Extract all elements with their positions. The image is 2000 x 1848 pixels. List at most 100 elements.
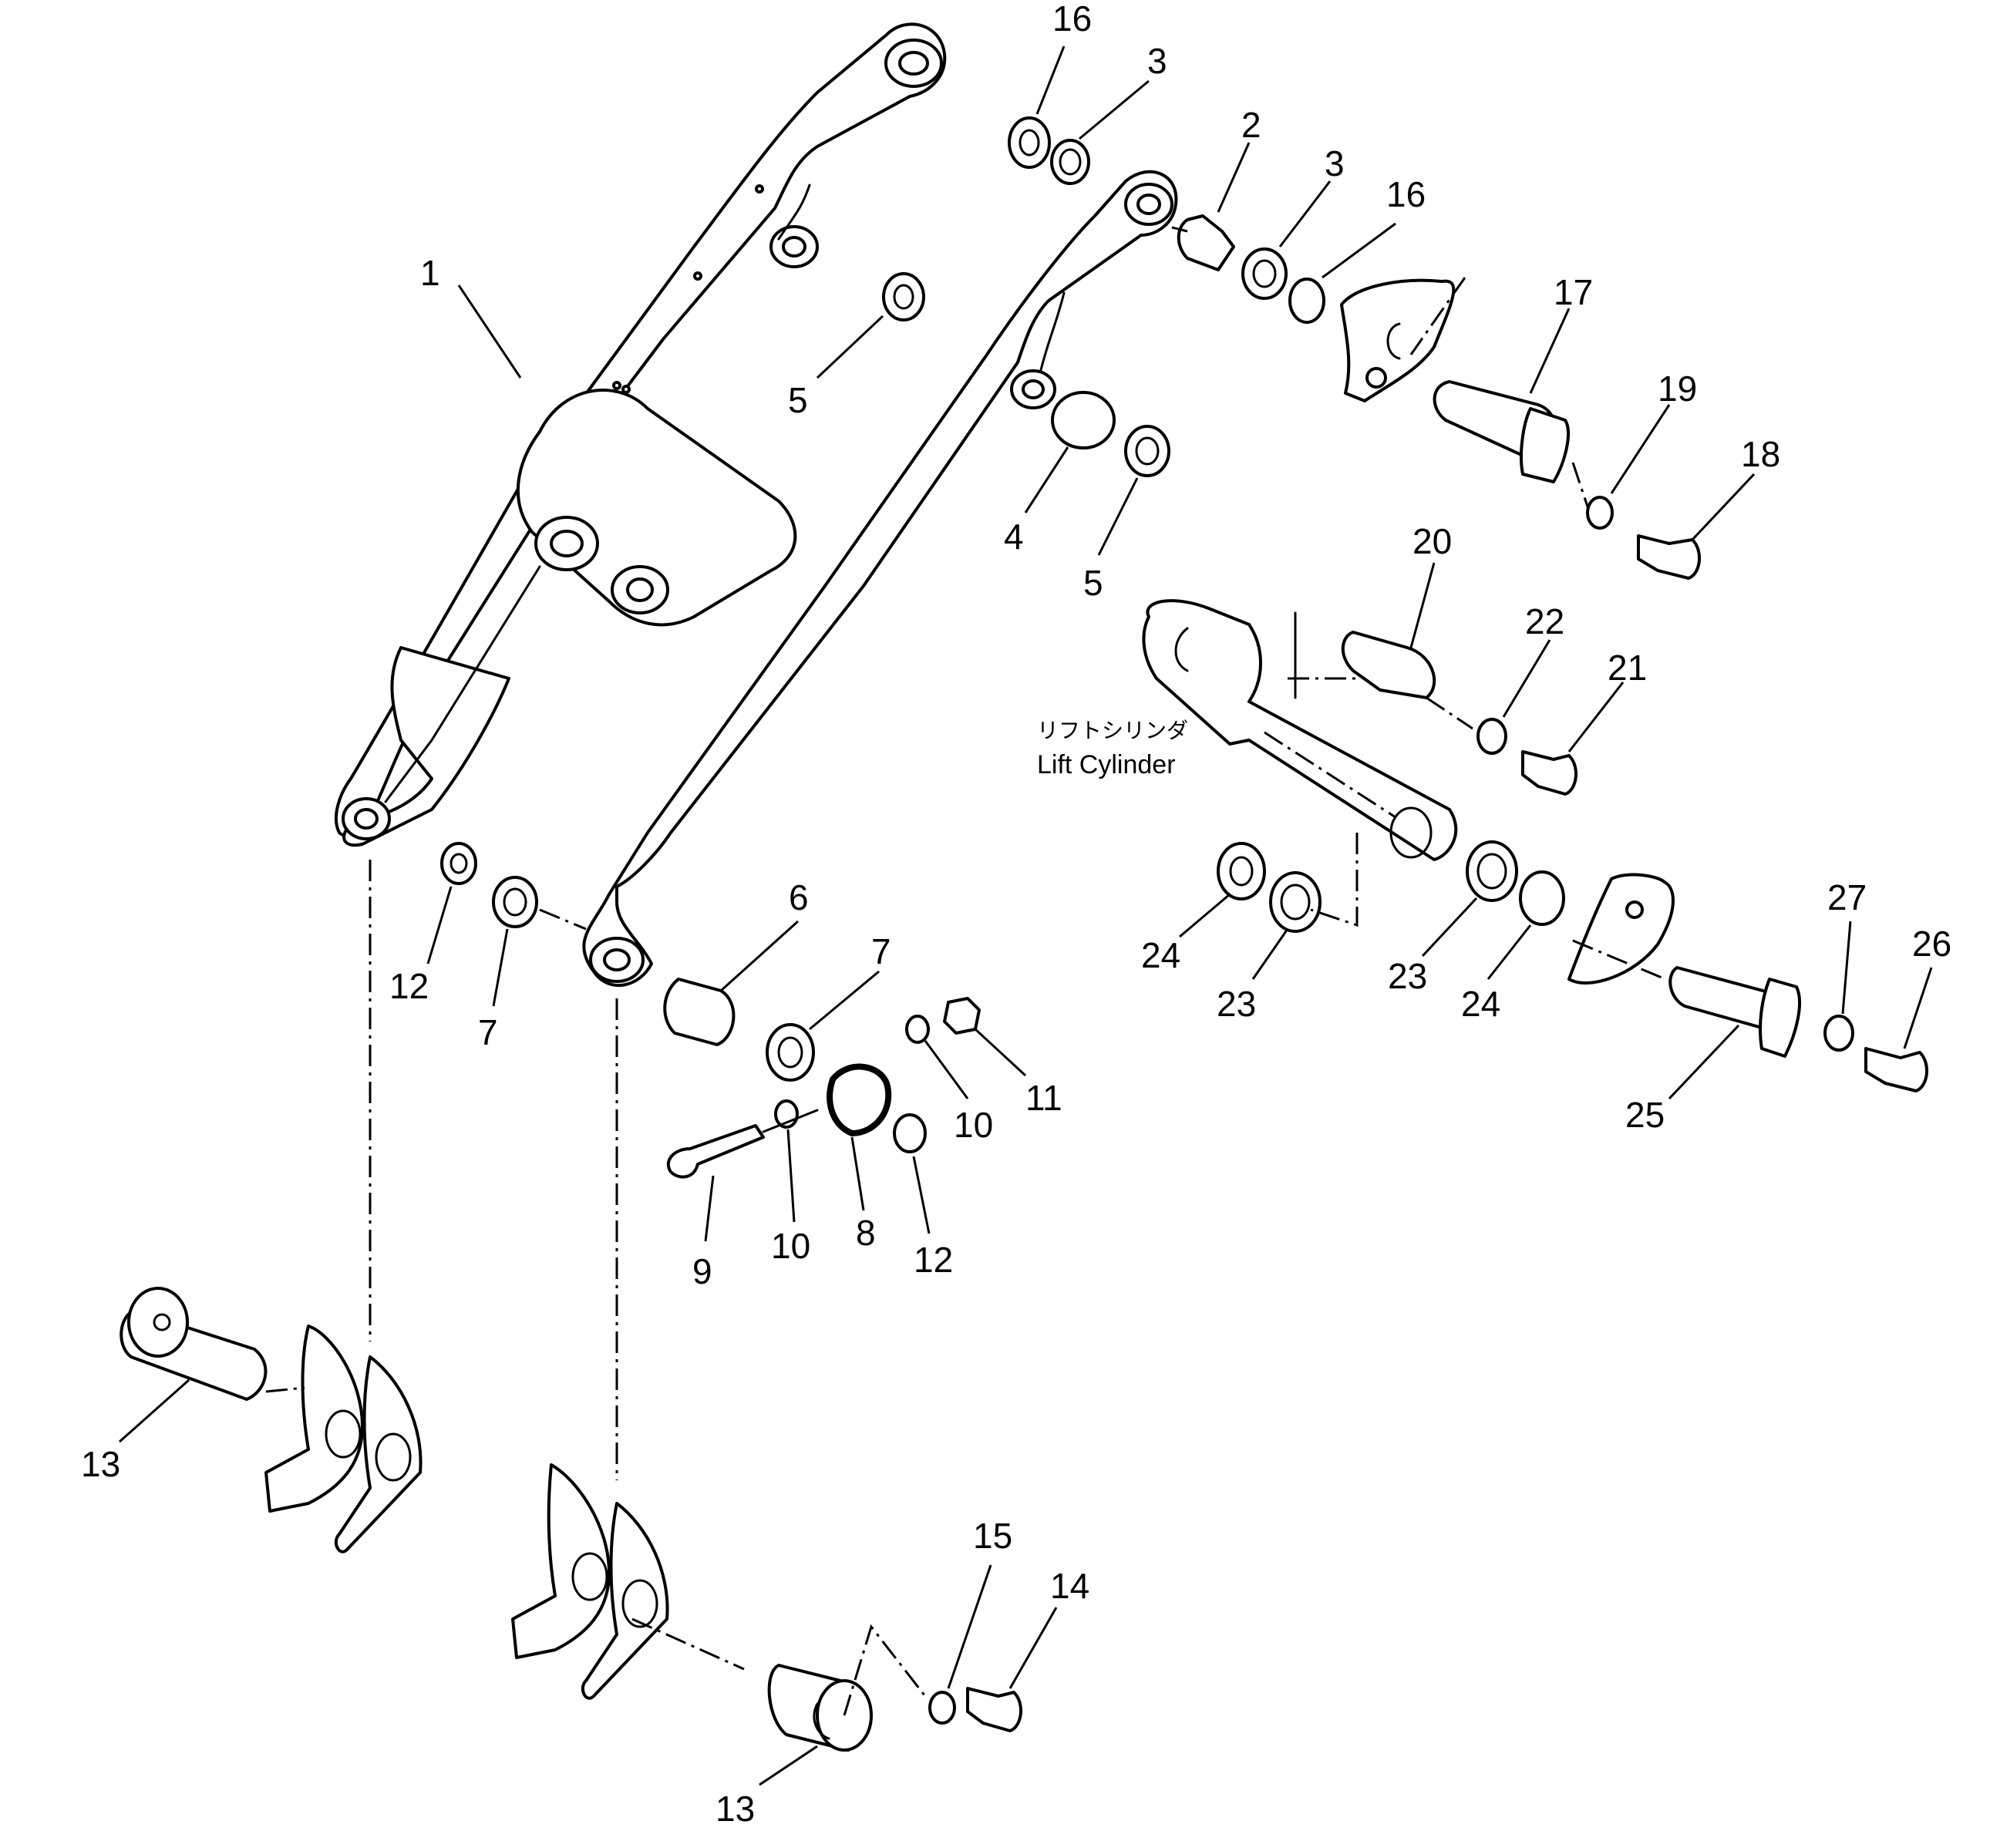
mount-bracket-right-b <box>581 1502 669 1700</box>
callout-23: 23 <box>1217 984 1256 1024</box>
callout-6: 6 <box>789 877 809 917</box>
arm-cyl-bore-rear <box>782 236 806 258</box>
washer-15 <box>928 1691 956 1725</box>
leader-17 <box>1529 308 1571 394</box>
callout-13: 13 <box>81 1444 120 1484</box>
callout-7: 7 <box>478 1012 498 1052</box>
lift-arm-assembly <box>335 22 1178 987</box>
leader-11 <box>974 1028 1027 1077</box>
leader-3a <box>1079 79 1150 140</box>
leader-10b <box>786 1129 796 1223</box>
bracket-lower-hole <box>1625 900 1644 919</box>
assembly-line <box>1426 696 1473 730</box>
callout-25: 25 <box>1625 1095 1665 1135</box>
arm-mark-dot <box>755 184 764 194</box>
seal-5-left-hole <box>893 284 914 310</box>
leader-6 <box>719 920 800 992</box>
callout-12: 12 <box>389 966 429 1006</box>
bracket-upper <box>1340 278 1456 402</box>
leader-16a <box>1035 45 1066 115</box>
lift-cylinder-caption-jp: リフトシリンダ <box>1037 718 1188 743</box>
ring-8 <box>827 1063 892 1136</box>
assembly-line <box>1310 833 1359 927</box>
seal-7-left-hole <box>503 887 527 917</box>
upper-pin-parts <box>882 116 1325 477</box>
leader-15 <box>947 1564 992 1689</box>
washer-12-left-hole <box>449 853 468 874</box>
washer-12-left <box>440 842 477 885</box>
callout-leaders <box>119 45 1933 1786</box>
lift-cylinder-caption-en: Lift Cylinder <box>1037 750 1176 779</box>
seal-23-left <box>1269 871 1322 933</box>
assembly-line <box>1571 462 1590 510</box>
callout-9: 9 <box>692 1251 712 1291</box>
leader-19 <box>1610 404 1671 494</box>
callout-22: 22 <box>1525 601 1564 641</box>
callout-20: 20 <box>1412 521 1452 561</box>
lift-arm-rear <box>335 22 947 837</box>
callout-16: 16 <box>1052 0 1092 39</box>
washer-12-right <box>893 1113 927 1153</box>
bolt-9 <box>666 1124 765 1179</box>
callout-3: 3 <box>1147 41 1167 81</box>
pin-25-plate <box>1759 978 1802 1058</box>
pin-20 <box>1341 631 1436 699</box>
callout-7: 7 <box>871 931 891 971</box>
bolt-18 <box>1637 534 1702 580</box>
callout-19: 19 <box>1658 369 1697 409</box>
callout-3: 3 <box>1325 143 1345 183</box>
bolt-26 <box>1864 1047 1929 1092</box>
callout-10: 10 <box>954 1105 993 1145</box>
seal-5-right <box>1124 425 1170 477</box>
leader-1 <box>457 284 522 379</box>
leader-21 <box>1567 682 1625 752</box>
callout-27: 27 <box>1827 877 1867 917</box>
assembly-line <box>265 1386 305 1393</box>
nut-11 <box>943 997 981 1035</box>
bracket-lower <box>1567 873 1675 985</box>
callout-4: 4 <box>1004 517 1024 557</box>
leader-2 <box>1217 142 1251 213</box>
washer-22 <box>1476 718 1507 755</box>
callout-13: 13 <box>715 1789 755 1829</box>
leader-24a <box>1179 893 1231 938</box>
assembly-line <box>1171 226 1188 233</box>
bushing-6 <box>663 978 736 1046</box>
seal-5-left <box>882 272 925 321</box>
bracket-right-bore-a <box>571 1552 608 1601</box>
leader-22 <box>1502 639 1551 718</box>
callout-17: 17 <box>1554 272 1593 312</box>
washer-24-right <box>1519 870 1565 926</box>
lift-cylinder-bore-line <box>1174 627 1189 672</box>
leader-9 <box>704 1175 715 1242</box>
washer-24-left <box>1217 842 1266 900</box>
callout-21: 21 <box>1608 648 1647 688</box>
bolt-21 <box>1521 750 1578 796</box>
leader-7a <box>492 928 509 1007</box>
callout-16: 16 <box>1386 174 1426 214</box>
leader-13a <box>119 1378 190 1443</box>
callout-11: 11 <box>1025 1078 1062 1118</box>
seal-23-right-hole <box>1476 853 1507 890</box>
washer-24-left-hole <box>1229 856 1254 887</box>
arm-center-bore-rear <box>550 530 584 557</box>
arm-bottom-front-bore <box>603 948 631 971</box>
bracket-right-bore-b <box>621 1579 658 1628</box>
callout-24: 24 <box>1141 935 1180 975</box>
arm-center-bore-front <box>626 577 654 602</box>
bushing-2 <box>1177 214 1235 271</box>
assembly-line <box>539 908 587 931</box>
bracket-left-bore-a <box>325 1409 362 1459</box>
leader-5b <box>1097 477 1139 556</box>
pin-13-left-hole <box>153 1313 171 1331</box>
callout-18: 18 <box>1741 434 1780 474</box>
leader-8 <box>850 1136 865 1211</box>
arm-arc-rear <box>777 183 811 241</box>
pin-13-left-head <box>127 1287 189 1358</box>
washer-10-upper <box>905 1015 930 1044</box>
leader-23b <box>1421 897 1478 958</box>
arm-mark-dot <box>612 381 621 390</box>
leader-18 <box>1691 473 1756 541</box>
seal-7-right-hole <box>777 1036 803 1069</box>
arm-top-rear-bore <box>898 51 929 76</box>
